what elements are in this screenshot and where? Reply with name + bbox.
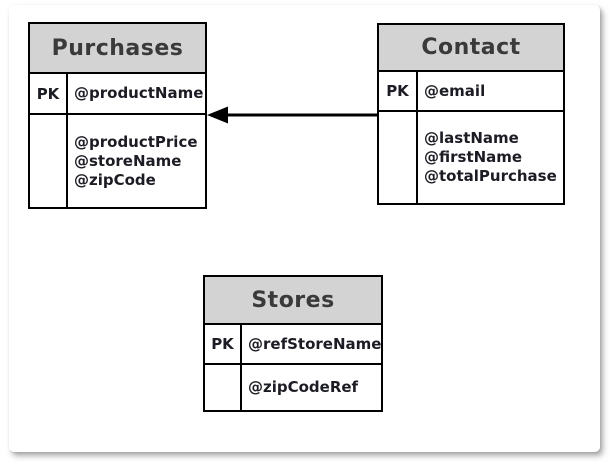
table-row: @zipCodeRef <box>205 365 381 410</box>
table-row: PK @email <box>379 72 563 112</box>
pk-attr-cell: @email <box>418 72 563 110</box>
entity-title-contact: Contact <box>379 25 563 72</box>
table-row: PK @productName <box>30 74 205 115</box>
attribute-name: @lastName <box>424 129 519 147</box>
pk-cell-empty <box>379 112 418 203</box>
arrowhead-icon <box>207 106 228 124</box>
entity-table-contact[interactable]: Contact PK @email @lastName @firstName @… <box>377 23 565 205</box>
attr-cell: @lastName @firstName @totalPurchase <box>418 112 563 203</box>
table-row: PK @refStoreName <box>205 325 381 365</box>
pk-badge: PK <box>30 74 68 113</box>
attr-cell: @productPrice @storeName @zipCode <box>68 115 205 207</box>
table-row: @productPrice @storeName @zipCode <box>30 115 205 207</box>
attribute-name: @zipCodeRef <box>248 378 359 396</box>
table-row: @lastName @firstName @totalPurchase <box>379 112 563 203</box>
relationship-arrow-contact-purchases[interactable] <box>207 101 377 129</box>
attribute-name: @productName <box>74 84 204 102</box>
attribute-name: @email <box>424 81 486 100</box>
pk-cell-empty <box>30 115 68 207</box>
attribute-name: @totalPurchase <box>424 167 557 185</box>
attribute-name: @refStoreName <box>248 334 381 353</box>
entity-title-purchases: Purchases <box>30 24 205 74</box>
attribute-name: @zipCode <box>74 170 156 189</box>
attribute-name: @productPrice <box>74 132 198 151</box>
pk-cell-empty <box>205 365 242 410</box>
pk-badge: PK <box>379 72 418 110</box>
pk-attr-cell: @refStoreName <box>242 325 381 363</box>
attribute-name: @storeName <box>74 151 182 170</box>
entity-table-purchases[interactable]: Purchases PK @productName @productPrice … <box>28 22 207 209</box>
entity-title-stores: Stores <box>205 277 381 325</box>
pk-attr-cell: @productName <box>68 74 205 113</box>
attr-cell: @zipCodeRef <box>242 365 381 410</box>
entity-table-stores[interactable]: Stores PK @refStoreName @zipCodeRef <box>203 275 383 412</box>
attribute-name: @firstName <box>424 148 523 166</box>
pk-badge: PK <box>205 325 242 363</box>
